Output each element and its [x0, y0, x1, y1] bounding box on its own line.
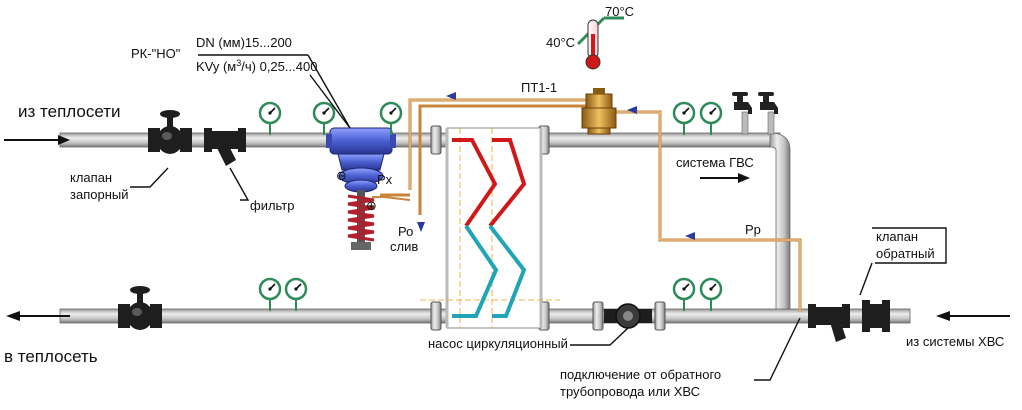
leader-lines	[130, 54, 947, 381]
minus-icon: ⊖	[336, 168, 347, 183]
label-check-valve-2: обратный	[876, 246, 935, 261]
tap-icon	[732, 92, 778, 114]
label-temp-low: 40°C	[546, 35, 575, 50]
label-from-network: из теплосети	[18, 102, 121, 121]
label-shutoff-valve-1: клапан	[70, 170, 112, 185]
filter	[204, 128, 246, 166]
heat-exchanger	[420, 127, 560, 329]
impulse-flow-arrows	[417, 92, 695, 240]
label-drain: слив	[390, 239, 418, 254]
plus-icon: ⊕	[366, 198, 377, 213]
label-to-network: в теплосеть	[4, 347, 98, 366]
label-from-cold-water: из системы ХВС	[906, 334, 1004, 349]
label-hot-water-system: система ГВС	[676, 155, 754, 170]
label-connection-2: трубопровода или ХВС	[560, 384, 700, 399]
px-leader	[372, 196, 411, 201]
label-filter: фильтр	[250, 198, 294, 213]
check-valve	[808, 300, 890, 342]
thermostatic-valve	[581, 88, 617, 135]
label-dn-spec: DN (мм)15...200	[196, 35, 292, 50]
pressure-regulator	[326, 127, 396, 250]
label-circ-pump: насос циркуляционный	[428, 336, 568, 351]
circulation-pump	[604, 303, 652, 329]
label-regulator: РК-"НО"	[131, 46, 181, 61]
label-po: Ро	[398, 224, 413, 239]
shutoff-valve-return	[118, 286, 162, 330]
shutoff-valve-supply	[148, 110, 192, 154]
label-shutoff-valve-2: запорный	[70, 187, 128, 202]
label-temp-high: 70°C	[605, 4, 634, 19]
impulse-lines-inner	[409, 99, 801, 312]
label-pp: Рр	[745, 222, 761, 237]
flow-arrow-icon	[4, 135, 1010, 321]
label-px: Рх	[377, 172, 393, 187]
thermometer-icon	[576, 16, 624, 70]
label-pt: ПТ1-1	[521, 80, 557, 95]
label-check-valve-1: клапан	[876, 229, 918, 244]
label-connection-1: подключение от обратного	[560, 367, 721, 382]
label-kvy-spec: KVy (м3/ч) 0,25...400	[196, 58, 317, 74]
